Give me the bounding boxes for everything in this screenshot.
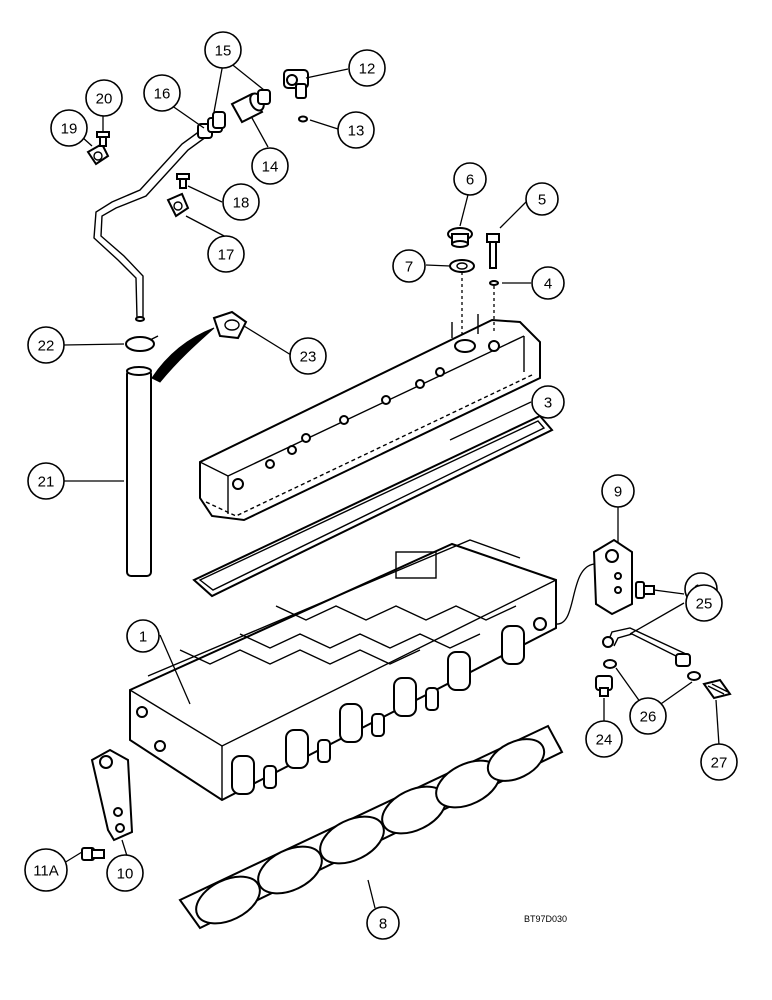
svg-text:26: 26	[640, 709, 657, 726]
callout-24: 24	[585, 720, 623, 758]
hose-14	[230, 92, 265, 124]
svg-text:8: 8	[379, 916, 387, 933]
svg-text:4: 4	[544, 276, 552, 293]
cylinder-head-1	[129, 539, 557, 802]
callout-14: 14	[251, 147, 289, 185]
callout-11a: 11A	[24, 848, 68, 892]
callout-15: 15	[204, 31, 242, 69]
svg-text:23: 23	[300, 349, 317, 366]
callout-23: 23	[289, 337, 327, 375]
bolt-5	[486, 233, 500, 269]
clamp-17	[166, 192, 190, 218]
callout-26: 26	[629, 697, 667, 735]
callout-17: 17	[207, 235, 245, 273]
svg-text:12: 12	[359, 61, 376, 78]
svg-text:11A: 11A	[33, 863, 59, 880]
breather-valve-12	[283, 69, 309, 99]
callout-8: 8	[366, 906, 400, 940]
callout-22: 22	[27, 326, 65, 364]
fuel-return-tube-25	[602, 627, 691, 667]
gasket-bores	[195, 738, 546, 925]
callout-9: 9	[601, 474, 635, 508]
svg-text:10: 10	[117, 866, 134, 883]
breather-tube-upper	[93, 127, 211, 322]
o-ring-4	[489, 280, 499, 286]
cylinder-head-ports	[231, 625, 525, 795]
capscrew-11	[635, 581, 655, 599]
svg-text:20: 20	[96, 91, 113, 108]
callout-4: 4	[531, 266, 565, 300]
svg-text:14: 14	[262, 159, 279, 176]
hose-clamp-15-left	[212, 111, 226, 129]
callout-18: 18	[222, 183, 260, 221]
svg-text:13: 13	[348, 123, 365, 140]
oil-deflector-23	[151, 310, 248, 383]
valve-cover-bolt-holes	[232, 340, 500, 490]
figure-code: BT97D030	[524, 914, 567, 924]
svg-text:27: 27	[711, 755, 728, 772]
svg-text:16: 16	[154, 86, 171, 103]
callout-21: 21	[27, 462, 65, 500]
svg-text:18: 18	[233, 195, 250, 212]
seal-7	[449, 259, 475, 273]
svg-text:1: 1	[139, 629, 147, 646]
lifting-bracket-9	[592, 538, 633, 616]
svg-text:25: 25	[696, 596, 713, 613]
callout-13: 13	[337, 111, 375, 149]
svg-text:24: 24	[596, 732, 613, 749]
svg-text:6: 6	[466, 172, 474, 189]
clamp-19	[86, 142, 110, 166]
callout-25: 25	[685, 584, 723, 622]
valve-cover	[199, 314, 541, 522]
svg-text:15: 15	[215, 43, 232, 60]
callout-12: 12	[348, 49, 386, 87]
clamp-22	[125, 335, 159, 352]
o-ring-13	[298, 115, 308, 123]
seal-washer-26-left	[603, 659, 617, 669]
svg-text:19: 19	[61, 121, 78, 138]
callout-1: 1	[126, 619, 160, 653]
callout-5: 5	[525, 182, 559, 216]
valve-cover-gasket-3	[192, 414, 554, 598]
callout-7: 7	[392, 249, 426, 283]
screw-20	[96, 131, 110, 147]
callout-6: 6	[453, 162, 487, 196]
lifting-bracket-10	[90, 748, 134, 842]
head-gasket-8	[178, 724, 564, 930]
capscrew-11a	[81, 847, 105, 861]
svg-text:17: 17	[218, 247, 235, 264]
callout-20: 20	[85, 79, 123, 117]
breather-tube-21	[126, 366, 152, 577]
oil-filler-cap-6	[447, 227, 473, 248]
callout-16: 16	[143, 74, 181, 112]
svg-text:22: 22	[38, 338, 55, 355]
callout-27: 27	[700, 743, 738, 781]
svg-text:5: 5	[538, 192, 546, 209]
seal-washer-26-right	[687, 671, 701, 681]
cylinder-head-rocker-area	[179, 551, 517, 665]
fitting-24	[595, 675, 613, 697]
callout-19: 19	[50, 109, 88, 147]
fitting-27	[702, 678, 732, 700]
hose-clamp-15-right	[257, 89, 271, 105]
screw-18	[176, 173, 190, 189]
svg-text:3: 3	[544, 395, 552, 412]
svg-text:9: 9	[614, 484, 622, 501]
svg-text:21: 21	[38, 474, 55, 491]
callout-10: 10	[106, 854, 144, 892]
svg-text:7: 7	[405, 259, 413, 276]
callout-3: 3	[531, 385, 565, 419]
